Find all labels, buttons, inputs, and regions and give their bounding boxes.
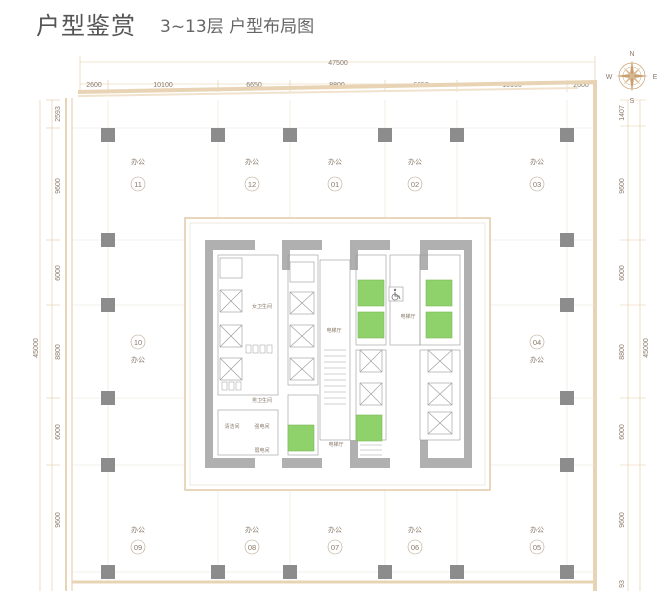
unit-name: 办公 [408, 525, 422, 534]
top-dim-7: 2600 [573, 82, 589, 89]
left-dim-5: 6000 [55, 424, 62, 440]
label-lift-hall-1: 电梯厅 [326, 327, 341, 334]
left-dim-1: 2593 [55, 106, 62, 122]
unit-name: 办公 [328, 525, 342, 534]
unit-08: 办公 08 [244, 525, 260, 555]
structural-columns [101, 128, 574, 579]
label-lift-hall-2: 电梯厅 [400, 313, 415, 320]
top-dim-3: 6650 [246, 82, 262, 89]
unit-11: 办公 11 [130, 157, 146, 192]
right-dim-2: 9600 [619, 178, 626, 194]
right-dim-1: 1407 [619, 105, 626, 121]
compass-rose-icon [616, 60, 648, 92]
left-dim-3: 6000 [55, 265, 62, 281]
left-total-dim: 45000 [33, 338, 40, 358]
unit-number: 05 [533, 543, 541, 552]
right-dim-5: 6000 [619, 424, 626, 440]
label-room-c: 弱电间 [254, 447, 269, 454]
left-dim-4: 8800 [55, 344, 62, 360]
compass-w: W [606, 74, 613, 81]
right-dim-3: 6000 [619, 265, 626, 281]
unit-06: 办公 06 [407, 525, 423, 555]
right-dim-7: 93 [619, 580, 626, 588]
label-lift-hall-3: 电梯厅 [328, 441, 343, 448]
right-dimension-lines [620, 99, 646, 591]
compass-s: S [630, 98, 635, 105]
unit-number: 02 [411, 180, 419, 189]
page-title: 户型鉴赏 [36, 12, 136, 40]
unit-01: 办公 01 [327, 157, 343, 192]
unit-number: 09 [134, 543, 142, 552]
top-dim-2: 10100 [153, 82, 173, 89]
unit-09: 办公 09 [130, 525, 146, 555]
unit-name: 办公 [245, 525, 259, 534]
unit-name: 办公 [530, 355, 544, 364]
label-room-a: 清洁间 [224, 423, 239, 430]
unit-10: 10 办公 [130, 334, 146, 364]
left-dimension-lines [39, 99, 60, 591]
unit-number: 10 [134, 338, 142, 347]
unit-04: 04 办公 [529, 334, 545, 364]
left-dim-2: 9600 [55, 178, 62, 194]
unit-name: 办公 [328, 157, 342, 166]
unit-number: 12 [248, 180, 256, 189]
unit-number: 07 [331, 543, 339, 552]
core-block: 女卫生间 男卫生间 电梯厅 电梯厅 电梯厅 清洁间 强电间 弱电间 [184, 217, 491, 491]
unit-07: 办公 07 [327, 525, 343, 555]
unit-number: 06 [411, 543, 419, 552]
unit-number: 04 [533, 338, 541, 347]
left-dim-6: 9600 [55, 512, 62, 528]
label-toilet-female: 女卫生间 [252, 303, 272, 310]
compass-e: E [653, 74, 658, 81]
building-outline [65, 79, 597, 591]
unit-name: 办公 [530, 157, 544, 166]
unit-name: 办公 [131, 525, 145, 534]
page-subtitle: 3~13层 户型布局图 [160, 17, 315, 37]
label-room-b: 强电间 [254, 423, 269, 430]
unit-number: 01 [331, 180, 339, 189]
unit-number: 11 [134, 180, 142, 189]
right-dim-4: 8800 [619, 344, 626, 360]
unit-name: 办公 [131, 157, 145, 166]
top-dim-1: 2600 [86, 82, 102, 89]
unit-05: 办公 05 [529, 525, 545, 555]
unit-name: 办公 [408, 157, 422, 166]
wheelchair-icon [388, 286, 404, 302]
total-width-dim: 47500 [328, 60, 348, 67]
unit-number: 03 [533, 180, 541, 189]
unit-03: 办公 03 [529, 157, 545, 192]
unit-12: 办公 12 [244, 157, 260, 192]
unit-name: 办公 [245, 157, 259, 166]
label-toilet-male: 男卫生间 [252, 397, 272, 404]
right-dim-6: 9600 [619, 512, 626, 528]
unit-name: 办公 [530, 525, 544, 534]
unit-02: 办公 02 [407, 157, 423, 192]
unit-number: 08 [248, 543, 256, 552]
compass-n: N [629, 51, 634, 58]
right-total-dim: 45000 [643, 338, 650, 358]
structural-grid-lines [72, 100, 595, 580]
unit-name: 办公 [131, 355, 145, 364]
